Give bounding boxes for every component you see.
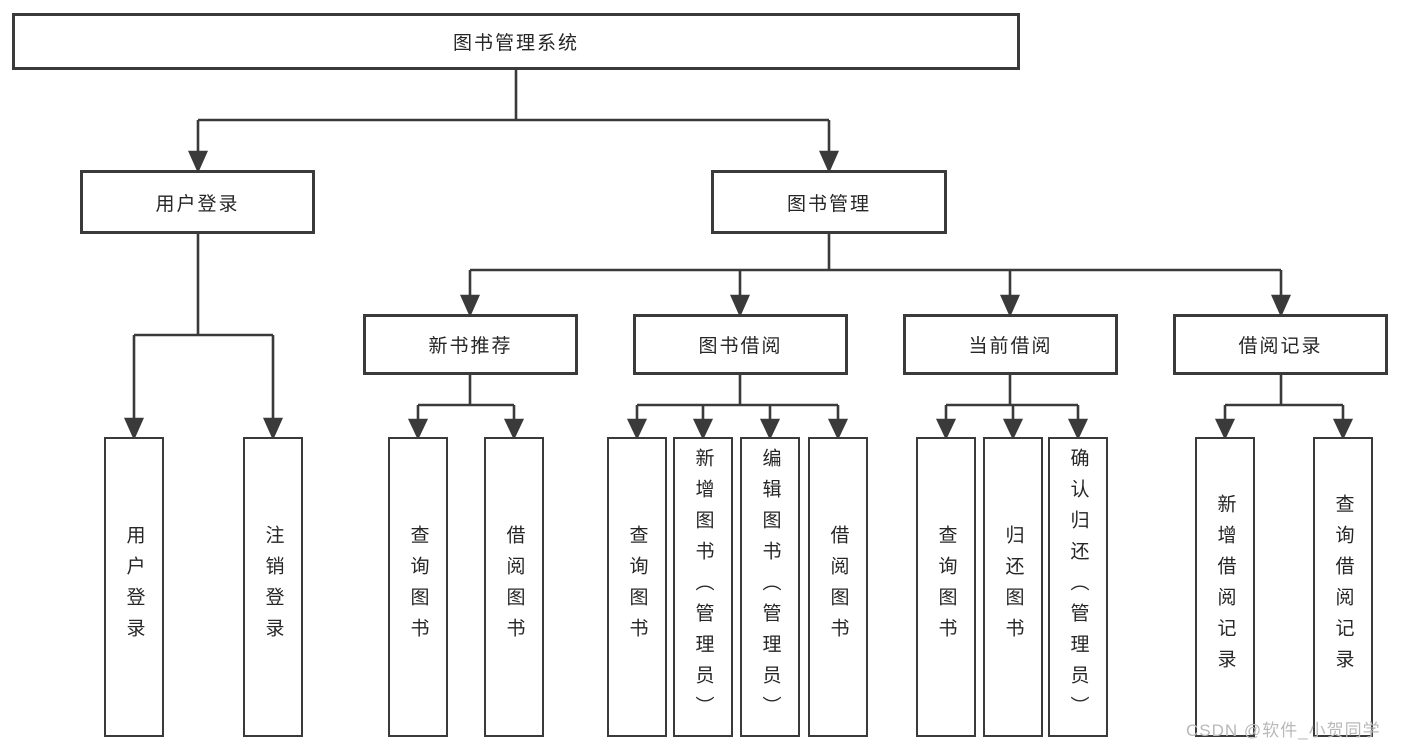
node-new-book-recommendation: 新书推荐 — [363, 314, 578, 375]
arrowhead — [187, 150, 209, 174]
leaf-user-login: 用户登录 — [104, 437, 164, 737]
connector-book-management-to-level3 — [459, 234, 1292, 318]
node-book-management: 图书管理 — [711, 170, 947, 234]
arrowhead — [1214, 418, 1236, 441]
arrowhead — [626, 418, 648, 441]
arrowhead — [262, 417, 284, 441]
arrowhead — [692, 418, 714, 441]
arrowhead — [1332, 418, 1354, 441]
leaf-label: 确认归还（管理员） — [1067, 447, 1089, 727]
arrowhead — [729, 294, 751, 318]
node-label: 借阅记录 — [1238, 336, 1323, 357]
arrowhead — [1002, 418, 1024, 441]
leaf-label: 归还图书 — [1002, 525, 1024, 649]
node-label: 图书管理系统 — [452, 33, 579, 54]
leaf-label: 查询图书 — [626, 525, 648, 649]
arrowhead — [818, 150, 840, 174]
leaf-label: 查询借阅记录 — [1332, 494, 1354, 680]
node-label: 图书管理 — [786, 193, 871, 215]
leaf-query-borrow-record: 查询借阅记录 — [1313, 437, 1373, 737]
leaf-label: 编辑图书（管理员） — [759, 447, 781, 727]
leaf-label: 用户登录 — [123, 525, 145, 649]
arrowhead — [827, 418, 849, 441]
arrowhead — [759, 418, 781, 441]
arrowhead — [407, 418, 429, 441]
node-borrowing-records: 借阅记录 — [1173, 314, 1388, 375]
leaf-label: 查询图书 — [407, 525, 429, 649]
connector-book-borrowing-to-leaves — [626, 375, 849, 441]
node-label: 图书借阅 — [698, 336, 783, 357]
node-user-login: 用户登录 — [80, 170, 315, 234]
leaf-confirm-return-admin: 确认归还（管理员） — [1048, 437, 1108, 737]
connector-root-to-level2 — [187, 70, 840, 174]
leaf-query-books-current: 查询图书 — [916, 437, 976, 737]
node-library-management-system: 图书管理系统 — [12, 13, 1020, 70]
connector-user-login-to-leaves — [123, 234, 284, 441]
node-label: 用户登录 — [155, 193, 240, 215]
connector-borrowing-records-to-leaves — [1214, 375, 1354, 441]
arrowhead — [999, 294, 1021, 318]
arrowhead — [459, 294, 481, 318]
leaf-query-books-borrowing: 查询图书 — [607, 437, 667, 737]
leaf-label: 借阅图书 — [827, 525, 849, 649]
leaf-query-books-recommend: 查询图书 — [388, 437, 448, 737]
connector-current-borrowing-to-leaves — [935, 375, 1089, 441]
node-current-borrowing: 当前借阅 — [903, 314, 1118, 375]
arrowhead — [1067, 418, 1089, 441]
leaf-add-borrow-record: 新增借阅记录 — [1195, 437, 1255, 737]
leaf-return-books: 归还图书 — [983, 437, 1043, 737]
arrowhead — [503, 418, 525, 441]
leaf-label: 新增图书（管理员） — [692, 447, 714, 727]
arrowhead — [123, 417, 145, 441]
leaf-label: 新增借阅记录 — [1214, 494, 1236, 680]
csdn-watermark: CSDN @软件_小贺同学 — [1186, 721, 1381, 740]
arrowhead — [1270, 294, 1292, 318]
leaf-add-books-admin: 新增图书（管理员） — [673, 437, 733, 737]
arrowhead — [935, 418, 957, 441]
connector-new-book-recommendation-to-leaves — [407, 375, 525, 441]
leaf-logout-login: 注销登录 — [243, 437, 303, 737]
leaf-label: 查询图书 — [935, 525, 957, 649]
leaf-label: 注销登录 — [262, 525, 284, 649]
node-label: 当前借阅 — [968, 336, 1053, 357]
node-book-borrowing: 图书借阅 — [633, 314, 848, 375]
leaf-edit-books-admin: 编辑图书（管理员） — [740, 437, 800, 737]
leaf-label: 借阅图书 — [503, 525, 525, 649]
leaf-borrow-books-recommend: 借阅图书 — [484, 437, 544, 737]
leaf-borrow-books-borrowing: 借阅图书 — [808, 437, 868, 737]
node-label: 新书推荐 — [428, 336, 513, 357]
